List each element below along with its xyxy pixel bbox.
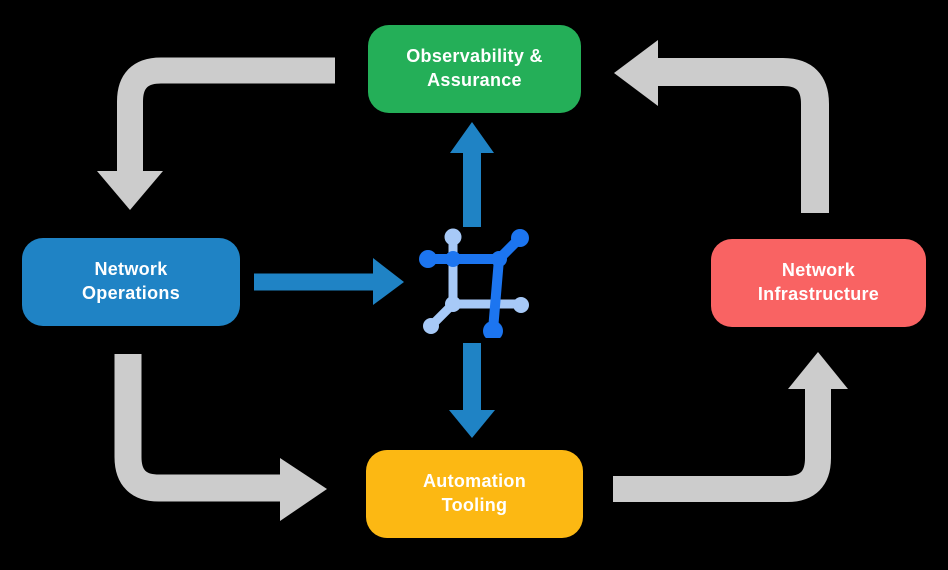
arrow-shaft	[613, 389, 831, 502]
arrow-operations-to-automation	[114, 354, 327, 521]
node-label-network-operations: Network Operations	[81, 259, 181, 303]
icon-dark-strokes	[419, 229, 529, 338]
arrow-center-to-observability	[450, 122, 494, 227]
node-network-operations: Network Operations	[22, 238, 240, 326]
node-observability-assurance: Observability & Assurance	[368, 25, 581, 113]
arrow-center-to-automation	[449, 343, 495, 438]
arrow-automation-to-infrastructure	[613, 352, 848, 502]
node-network-infrastructure: Network Infrastructure	[711, 239, 926, 327]
node-label-automation-tooling: Automation Tooling	[423, 471, 526, 515]
arrow-shaft	[114, 354, 281, 502]
arrow-head-right-icon	[280, 458, 327, 521]
icon-bottom-left-node	[423, 318, 439, 334]
icon-top-right-junction	[491, 251, 507, 267]
icon-bottom-junction	[445, 296, 461, 312]
node-label-observability-assurance: Observability & Assurance	[406, 46, 543, 90]
icon-left-node	[419, 250, 437, 268]
icon-bottom-node	[483, 321, 503, 338]
arrow-head-down-icon	[97, 171, 163, 210]
arrow-shaft	[117, 57, 335, 173]
arrow-infrastructure-to-observability	[614, 40, 829, 213]
arrow-observability-to-operations	[97, 57, 335, 210]
node-label-network-infrastructure: Network Infrastructure	[757, 260, 880, 304]
arrow-head-down-icon	[449, 410, 495, 438]
network-automation-icon	[419, 228, 529, 338]
arrow-head-up-icon	[788, 352, 848, 389]
icon-right-node	[513, 297, 529, 313]
icon-top-node	[444, 228, 462, 246]
arrow-shaft	[658, 58, 829, 213]
icon-top-left-junction	[445, 251, 461, 267]
icon-top-right-node	[511, 229, 529, 247]
arrow-head-right-icon	[373, 258, 404, 305]
node-automation-tooling: Automation Tooling	[366, 450, 583, 538]
arrow-head-left-icon	[614, 40, 658, 106]
icon-light-strokes	[423, 228, 529, 334]
arrow-operations-to-center	[254, 258, 404, 305]
icon-right-side-line	[488, 254, 504, 335]
arrow-head-up-icon	[450, 122, 494, 153]
